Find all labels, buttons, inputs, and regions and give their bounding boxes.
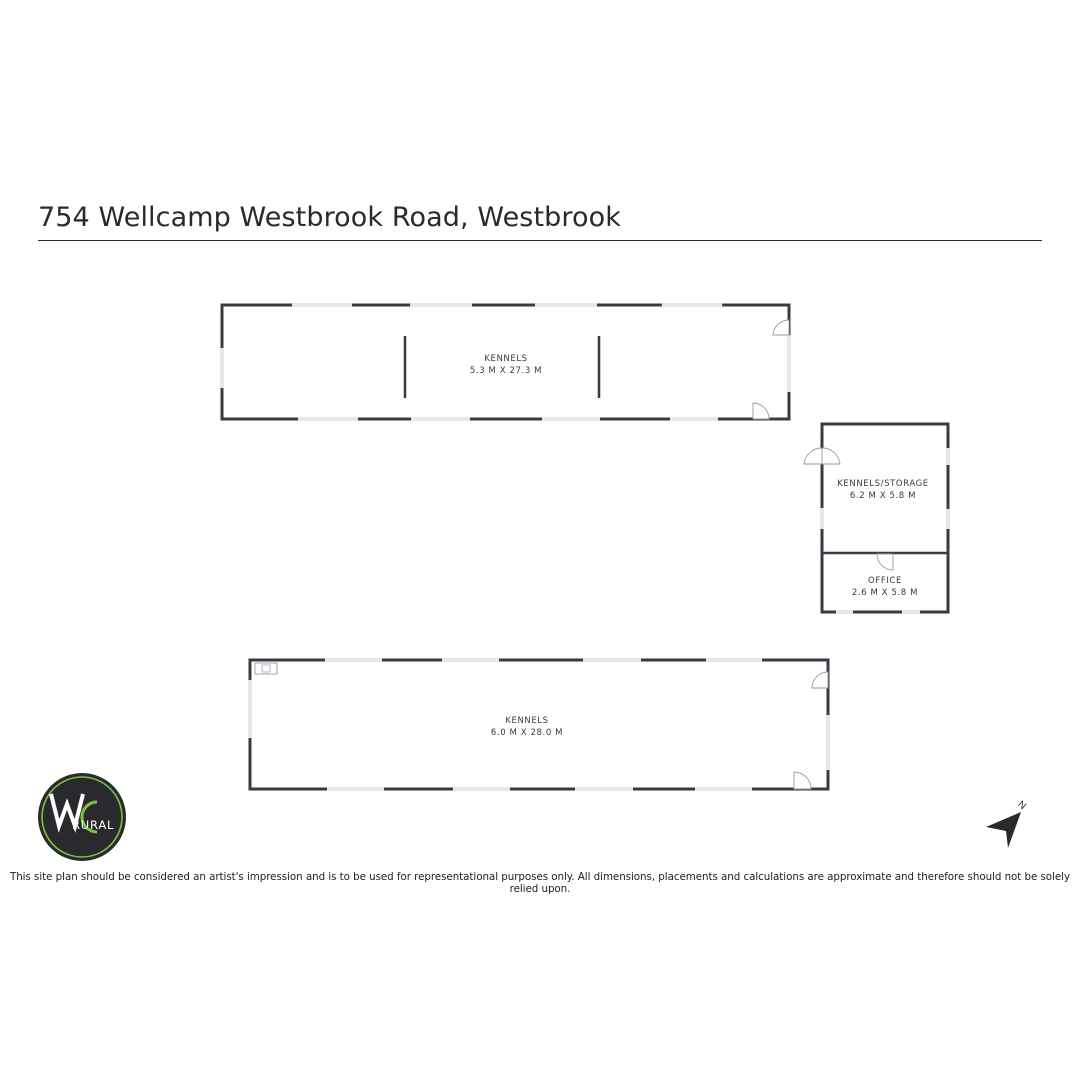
room-dimensions-kennels-top: 5.3 M X 27.3 M: [469, 366, 543, 376]
building-kennels-bottom: [248, 658, 830, 791]
sink-icon: [254, 662, 278, 675]
door-icon: [772, 319, 790, 336]
door-icon: [752, 402, 770, 420]
room-label-office: OFFICE: [868, 576, 902, 586]
door-icon: [803, 447, 823, 465]
door-icon: [876, 553, 894, 571]
kennels-top-windows: [220, 303, 791, 421]
room-dimensions-kennels-storage: 6.2 M X 5.8 M: [849, 491, 917, 501]
door-icon: [793, 771, 812, 790]
disclaimer-text: This site plan should be considered an a…: [9, 871, 1071, 895]
door-icon: [811, 671, 829, 689]
building-storage-office: [803, 422, 950, 614]
logo-text: RURAL: [72, 818, 115, 832]
room-dimensions-office: 2.6 M X 5.8 M: [851, 588, 919, 598]
room-dimensions-kennels-bottom: 6.0 M X 28.0 M: [490, 728, 564, 738]
page-title: 754 Wellcamp Westbrook Road, Westbrook: [38, 202, 621, 233]
title-divider: [38, 240, 1042, 241]
door-icon: [821, 447, 841, 465]
north-arrow-icon: [986, 812, 1021, 848]
wc-rural-logo-icon: [38, 773, 126, 861]
room-label-kennels-top: KENNELS: [484, 354, 528, 364]
room-label-kennels-storage: KENNELS/STORAGE: [837, 479, 929, 489]
building-kennels-top: [220, 303, 791, 421]
room-label-kennels-bottom: KENNELS: [505, 716, 549, 726]
